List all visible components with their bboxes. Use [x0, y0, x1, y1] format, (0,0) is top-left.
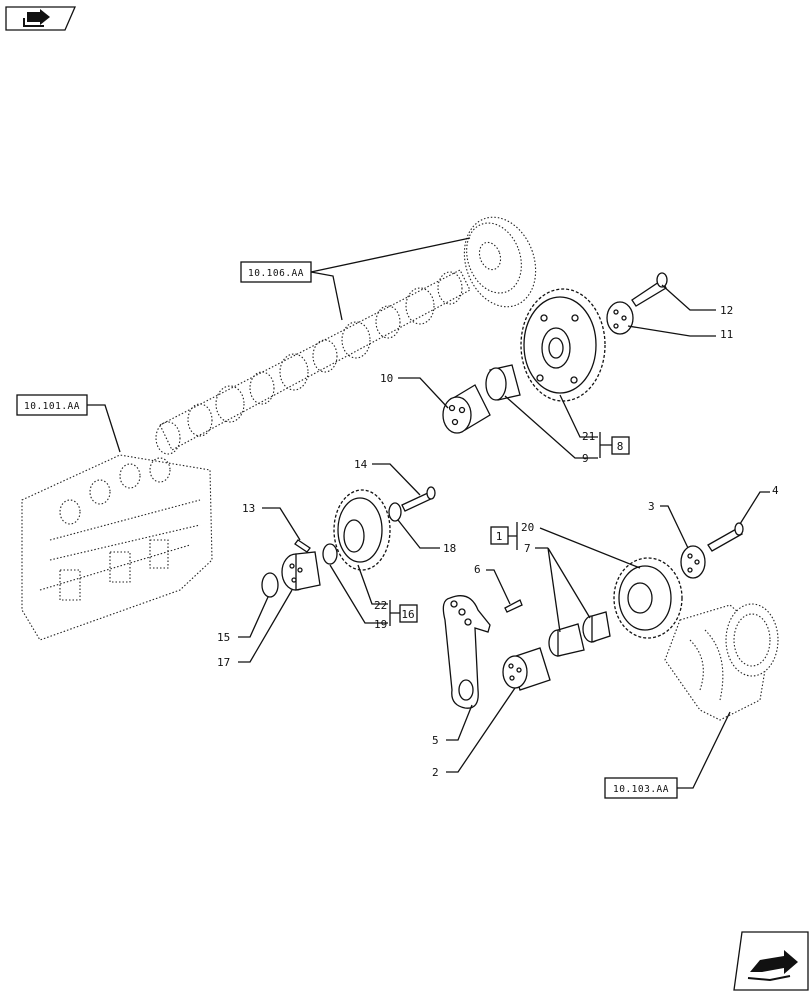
- thrust-washer-11: [606, 301, 634, 335]
- callout-15: 15: [217, 596, 269, 644]
- page-next-arrow-icon[interactable]: [733, 931, 809, 991]
- callout-13: 13: [242, 502, 301, 541]
- bolt-13: [294, 539, 311, 553]
- camshaft-drawing: [155, 269, 471, 455]
- callout-3: 3: [648, 500, 689, 549]
- kit-box-1: 1: [490, 526, 509, 545]
- camshaft-gear-drawing: [463, 216, 537, 308]
- callout-21: 21: [559, 394, 598, 443]
- svg-text:22: 22: [374, 599, 387, 612]
- hub-2: [502, 647, 551, 691]
- svg-text:1: 1: [496, 530, 503, 543]
- svg-text:10.106.AA: 10.106.AA: [248, 268, 304, 279]
- ref-box-camshaft[interactable]: 10.106.AA: [240, 261, 312, 283]
- ref-box-block[interactable]: 10.101.AA: [16, 394, 88, 416]
- callout-17: 17: [217, 589, 293, 669]
- svg-text:14: 14: [354, 458, 368, 471]
- callout-14: 14: [354, 458, 421, 496]
- idler-gear-lower: [613, 557, 683, 639]
- callout-10: 10: [380, 372, 449, 409]
- crankshaft-drawing: [664, 603, 779, 721]
- svg-text:15: 15: [217, 631, 230, 644]
- callout-7: 7: [524, 542, 591, 633]
- svg-text:10.101.AA: 10.101.AA: [24, 401, 80, 412]
- callout-4: 4: [739, 484, 779, 525]
- svg-text:4: 4: [772, 484, 779, 497]
- idler-gear-upper: [520, 288, 606, 402]
- svg-text:6: 6: [474, 563, 481, 576]
- svg-text:18: 18: [443, 542, 456, 555]
- hub-17: [281, 551, 321, 591]
- svg-text:17: 17: [217, 656, 230, 669]
- callout-12: 12: [661, 284, 733, 317]
- bolt-12: [631, 272, 668, 307]
- callout-11: 11: [627, 325, 733, 341]
- svg-text:7: 7: [524, 542, 531, 555]
- callout-5: 5: [432, 704, 473, 747]
- engine-block-drawing: [21, 454, 213, 641]
- svg-text:16: 16: [401, 608, 414, 621]
- bushings-7: [548, 611, 611, 657]
- svg-text:10.103.AA: 10.103.AA: [613, 784, 669, 795]
- svg-text:11: 11: [720, 328, 733, 341]
- callout-2: 2: [432, 687, 516, 779]
- bolt-14: [401, 486, 436, 512]
- bolt-6: [504, 599, 523, 613]
- kit-box-16: 16: [399, 604, 418, 623]
- callout-19: 19: [329, 564, 388, 631]
- bracket-5: [442, 595, 491, 709]
- o-ring-15: [261, 572, 279, 598]
- idler-gear-middle: [333, 489, 391, 571]
- svg-text:20: 20: [521, 521, 534, 534]
- svg-text:10: 10: [380, 372, 393, 385]
- svg-text:8: 8: [617, 440, 624, 453]
- svg-text:2: 2: [432, 766, 439, 779]
- callout-22: 22: [357, 564, 388, 612]
- ring-19: [322, 543, 338, 565]
- page-back-arrow-icon[interactable]: [5, 6, 76, 31]
- washer-18: [388, 502, 402, 522]
- svg-text:19: 19: [374, 618, 387, 631]
- washer-3: [680, 545, 706, 579]
- callout-20: 20: [521, 521, 641, 569]
- svg-text:3: 3: [648, 500, 655, 513]
- ref-box-crankshaft[interactable]: 10.103.AA: [604, 777, 678, 799]
- callout-6: 6: [474, 563, 511, 605]
- kit-box-8: 8: [611, 436, 630, 455]
- callout-18: 18: [397, 519, 456, 555]
- svg-text:12: 12: [720, 304, 733, 317]
- bolt-4: [707, 522, 744, 552]
- callout-9: 9: [504, 395, 598, 465]
- bushing-9: [485, 364, 521, 401]
- svg-text:13: 13: [242, 502, 255, 515]
- svg-text:5: 5: [432, 734, 439, 747]
- hub-10: [442, 384, 491, 434]
